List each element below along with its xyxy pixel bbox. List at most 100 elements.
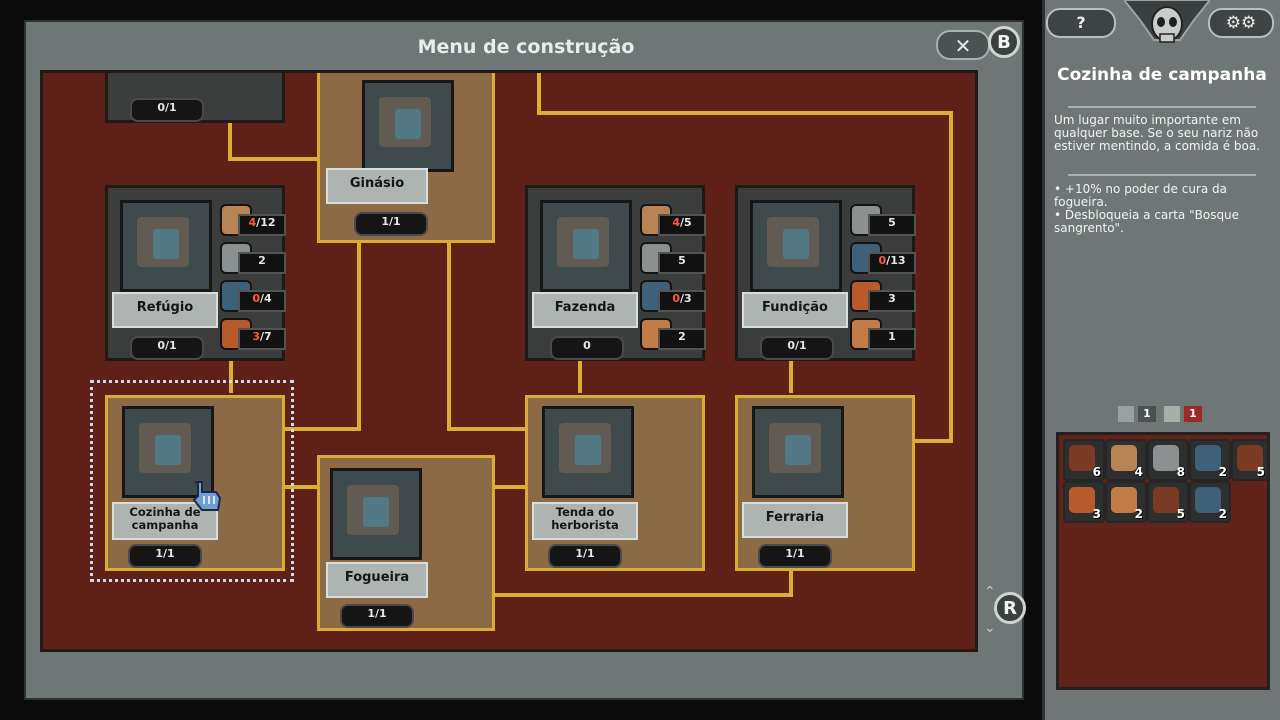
tenda-illustration bbox=[542, 406, 634, 498]
cost-orb: 2 bbox=[640, 318, 706, 350]
building-card-fazenda[interactable]: Fazenda 0 4/5 5 0/3 2 bbox=[525, 185, 706, 361]
path-line bbox=[283, 485, 319, 489]
fogueira-illustration bbox=[330, 468, 422, 560]
gear-icon: ⚙⚙ bbox=[1225, 13, 1257, 33]
cost-orb: 1 bbox=[850, 318, 916, 350]
building-card-ginasio[interactable]: Ginásio 1/1 bbox=[317, 73, 495, 243]
build-count: 1/1 bbox=[128, 544, 202, 568]
building-card-refugio[interactable]: Refúgio 0/1 4/12 2 0/4 3/7 bbox=[105, 185, 286, 361]
scroll-down-icon[interactable]: ⌄ bbox=[984, 620, 996, 636]
inventory-slot[interactable]: 2 bbox=[1105, 481, 1147, 523]
building-card-fogueira[interactable]: Fogueira 1/1 bbox=[317, 455, 495, 631]
building-description: Um lugar muito importante em qualquer ba… bbox=[1054, 113, 1261, 153]
cost-value: 0/13 bbox=[868, 252, 916, 274]
effect-line: • Desbloqueia a carta "Bosque sangrento"… bbox=[1054, 208, 1240, 235]
skull-emblem-icon bbox=[1122, 0, 1212, 58]
building-card-tenda[interactable]: Tenda do herborista 1/1 bbox=[525, 395, 705, 571]
fundicao-illustration bbox=[750, 200, 842, 292]
building-effects: • +10% no poder de cura da fogueira. • D… bbox=[1054, 183, 1268, 235]
inventory-slot[interactable]: 5 bbox=[1147, 481, 1189, 523]
build-count: 1/1 bbox=[354, 212, 428, 236]
inventory-slot[interactable]: 6 bbox=[1063, 439, 1105, 481]
stone-icon bbox=[1153, 445, 1179, 471]
cozinha-illustration bbox=[122, 406, 214, 498]
cost-value: 4/12 bbox=[238, 214, 286, 236]
book-icon bbox=[1069, 445, 1095, 471]
building-card-ferraria[interactable]: Ferraria 1/1 bbox=[735, 395, 915, 571]
cost-value: 5 bbox=[868, 214, 916, 236]
path-line bbox=[789, 569, 793, 597]
path-line bbox=[789, 361, 793, 393]
cost-value: 0/3 bbox=[658, 290, 706, 312]
stock-value: 1 bbox=[1138, 406, 1156, 422]
path-line bbox=[578, 361, 582, 393]
path-line bbox=[357, 241, 361, 431]
building-name: Ferraria bbox=[742, 502, 848, 538]
path-line bbox=[913, 439, 953, 443]
path-line bbox=[537, 73, 541, 113]
scroll-key-badge: R bbox=[994, 592, 1026, 624]
build-count: 0/1 bbox=[760, 336, 834, 360]
cost-wood: 4/5 bbox=[640, 204, 706, 236]
path-line bbox=[228, 121, 232, 161]
cost-stone: 5 bbox=[640, 242, 706, 274]
build-count: 0 bbox=[550, 336, 624, 360]
building-name: Fogueira bbox=[326, 562, 428, 598]
stock-value: 1 bbox=[1184, 406, 1202, 422]
inventory-slot[interactable]: 5 bbox=[1231, 439, 1269, 481]
path-line bbox=[229, 361, 233, 393]
build-board[interactable]: 0/1 Ginásio 1/1 Refúgio 0/1 4/12 2 0/4 3… bbox=[40, 70, 978, 652]
book-icon bbox=[1237, 445, 1263, 471]
path-line bbox=[447, 427, 527, 431]
building-name: Fundição bbox=[742, 292, 848, 328]
path-line bbox=[493, 593, 793, 597]
inventory-slot[interactable]: 4 bbox=[1105, 439, 1147, 481]
cost-wood: 4/12 bbox=[220, 204, 286, 236]
cost-food: 3/7 bbox=[220, 318, 286, 350]
book-icon bbox=[1153, 487, 1179, 513]
cost-food: 3 bbox=[850, 280, 916, 312]
cost-stone: 5 bbox=[850, 204, 916, 236]
lantern-icon bbox=[1118, 406, 1134, 422]
cost-value: 2 bbox=[658, 328, 706, 350]
cost-metal: 0/13 bbox=[850, 242, 916, 274]
building-card-top[interactable]: 0/1 bbox=[105, 73, 285, 123]
building-card-fundicao[interactable]: Fundição 0/1 5 0/13 3 1 bbox=[735, 185, 916, 361]
cost-value: 3 bbox=[868, 290, 916, 312]
cost-value: 3/7 bbox=[238, 328, 286, 350]
cost-value: 5 bbox=[658, 252, 706, 274]
building-card-cozinha[interactable]: Cozinha de campanha 1/1 bbox=[105, 395, 285, 571]
inventory-slot[interactable]: 3 bbox=[1063, 481, 1105, 523]
divider bbox=[1068, 106, 1256, 108]
building-info-title: Cozinha de campanha bbox=[1057, 65, 1267, 85]
fazenda-illustration bbox=[540, 200, 632, 292]
cost-value: 1 bbox=[868, 328, 916, 350]
build-count: 0/1 bbox=[130, 98, 204, 122]
close-button[interactable]: ✕ bbox=[936, 30, 990, 60]
close-key-badge: B bbox=[988, 26, 1020, 58]
build-count: 0/1 bbox=[130, 336, 204, 360]
path-line bbox=[949, 111, 953, 443]
stone-icon bbox=[220, 242, 252, 274]
food-icon bbox=[1069, 487, 1095, 513]
ginasio-illustration bbox=[362, 80, 454, 172]
building-name: Tenda do herborista bbox=[532, 502, 638, 540]
building-name: Fazenda bbox=[532, 292, 638, 328]
cost-metal: 0/3 bbox=[640, 280, 706, 312]
settings-button[interactable]: ⚙⚙ bbox=[1208, 8, 1274, 38]
hand-cursor-icon bbox=[190, 478, 224, 514]
help-button[interactable]: ? bbox=[1046, 8, 1116, 38]
inventory-slot[interactable]: 2 bbox=[1189, 481, 1231, 523]
building-name: Ginásio bbox=[326, 168, 428, 204]
help-icon: ? bbox=[1076, 13, 1086, 32]
inventory-slot[interactable]: 2 bbox=[1189, 439, 1231, 481]
path-line bbox=[493, 485, 529, 489]
scroll-up-icon[interactable]: ⌃ bbox=[984, 584, 996, 600]
cost-value: 0/4 bbox=[238, 290, 286, 312]
refugio-illustration bbox=[120, 200, 212, 292]
tile-icon bbox=[1164, 406, 1180, 422]
cost-value: 4/5 bbox=[658, 214, 706, 236]
cost-value: 2 bbox=[238, 252, 286, 274]
inventory-slot[interactable]: 8 bbox=[1147, 439, 1189, 481]
build-count: 1/1 bbox=[758, 544, 832, 568]
